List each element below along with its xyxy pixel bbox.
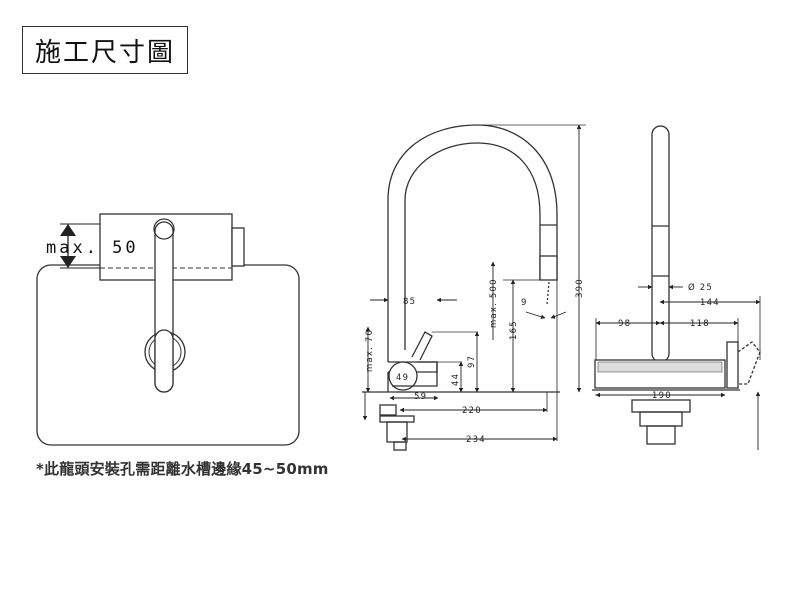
max50-label: max. 50 [46,238,139,258]
dim-49: 49 [396,373,409,383]
spout-hole-circle [153,218,175,240]
dim-98: 98 [618,319,631,329]
dim-97: 97 [467,355,477,368]
spout-end [154,329,174,393]
nut-upper [379,404,397,416]
installation-note: *此龍頭安裝孔需距離水槽邊緣45~50mm [36,460,329,478]
spout-side-tube [651,125,670,363]
dim-190: 190 [652,391,672,401]
dim-220: 220 [462,406,482,416]
lever-side [726,341,739,389]
body-right [392,361,438,387]
washer-side [639,411,683,427]
spout-inner-curve [404,142,541,350]
dim-9: 9 [521,298,528,308]
max50-arrow-top [60,224,76,236]
dim-59: 59 [414,392,427,402]
dim-d25: Ø 25 [688,282,713,293]
shank-end [393,441,407,451]
nut-side [631,399,691,413]
lever-handle [411,331,433,361]
front-view [362,124,586,451]
side-view-dimensions [595,284,761,450]
body-texture [597,361,723,373]
dim-390: 390 [575,278,585,298]
dim-234: 234 [466,435,486,445]
washer-lower [379,415,415,423]
spray-head [539,255,558,281]
dim-85: 85 [403,297,416,307]
dim-165: 165 [509,320,519,340]
handle-lever [231,227,245,267]
side-view-labels: Ø 25 144 98 118 190 [618,282,720,401]
plan-view: max. 50 [36,213,300,446]
lever-swing [737,341,761,385]
spout-outer-curve [387,124,558,362]
dim-144: 144 [700,298,720,308]
page-title: 施工尺寸圖 [22,26,188,74]
body-round [388,361,418,391]
side-view [592,125,761,445]
dim-max70: max. 70 [365,329,375,372]
dim-118: 118 [690,319,710,329]
front-view-dimensions [362,124,582,442]
dim-max500: max. 500 [489,278,499,328]
front-view-labels: 85 max. 70 49 59 44 97 max. 500 165 390 … [365,278,585,445]
shank-side [646,425,676,445]
dim-44: 44 [451,373,461,386]
spray-angle-line [546,281,550,306]
max50-arrow-bottom [60,256,76,268]
